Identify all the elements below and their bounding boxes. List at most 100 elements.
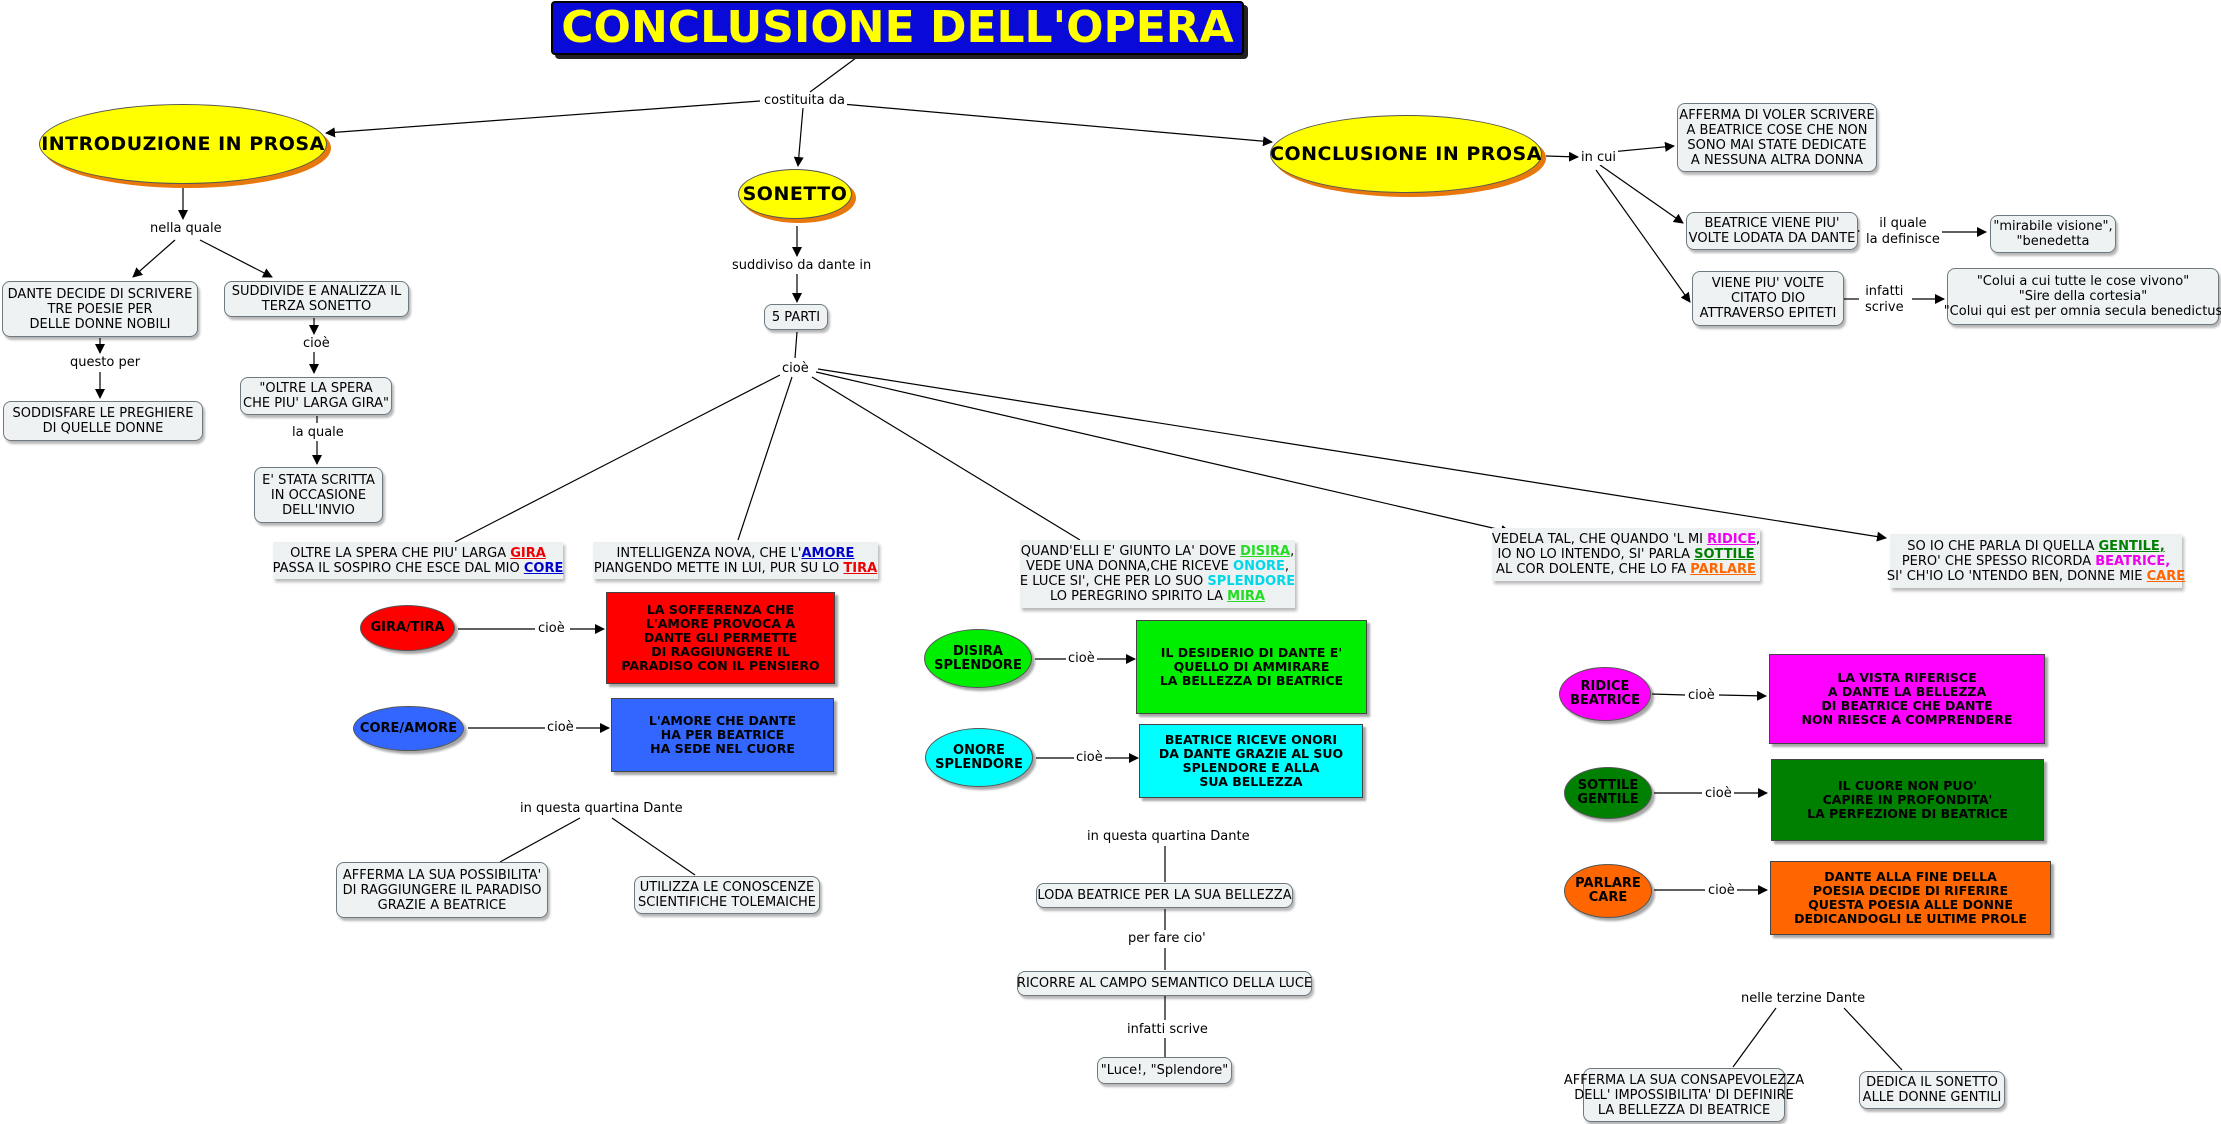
node-sottile-def-text: IL CUORE NON PUO' CAPIRE IN PROFONDITA' … (1807, 779, 2008, 821)
text-line: DELL' IMPOSSIBILITA' DI DEFINIRE (1574, 1087, 1794, 1103)
text-line: SO IO CHE PARLA DI QUELLA GENTILE, (1887, 539, 2185, 554)
text-line: SOTTILE (1577, 778, 1639, 793)
link-la-quale: la quale (290, 425, 346, 440)
node-ridice-def[interactable]: LA VISTA RIFERISCE A DANTE LA BELLEZZA D… (1769, 654, 2045, 744)
text-line: E LUCE SI', CHE PER LO SUO SPLENDORE (1020, 574, 1295, 589)
text-line: TRE POESIE PER (47, 301, 153, 317)
node-utilizza[interactable]: UTILIZZA LE CONOSCENZE SCIENTIFICHE TOLE… (634, 876, 820, 914)
text-line: SPLENDORE (934, 657, 1022, 673)
text-line: CITATO DIO (1730, 291, 1806, 306)
text-line: "Sire della cortesia" (2018, 289, 2148, 304)
node-suddivide[interactable]: SUDDIVIDE E ANALIZZA IL TERZA SONETTO (224, 281, 409, 317)
node-sottile[interactable]: SOTTILE GENTILE (1564, 767, 1652, 819)
link-terzine: nelle terzine Dante (1739, 991, 1868, 1006)
verse-text: SO IO CHE PARLA DI QUELLA (1907, 538, 2099, 554)
keyword-gentile: GENTILE, (2098, 538, 2165, 554)
text-line: VIENE PIU' VOLTE (1711, 276, 1825, 291)
verse-text: QUAND'ELLI E' GIUNTO LA' DOVE (1020, 544, 1241, 559)
node-dante-decide[interactable]: DANTE DECIDE DI SCRIVERE TRE POESIE PER … (2, 281, 198, 337)
verse-text: OLTRE LA SPERA CHE PIU' LARGA (290, 545, 511, 561)
node-parlare[interactable]: PARLARE CARE (1564, 864, 1652, 918)
verse-text: PIANGENDO METTE IN LUI, PUR SU LO (593, 560, 844, 576)
node-scritta[interactable]: E' STATA SCRITTA IN OCCASIONE DELL'INVIO (254, 467, 383, 523)
node-afferma-consapevolezza-text: AFFERMA LA SUA CONSAPEVOLEZZA DELL' IMPO… (1564, 1073, 1804, 1118)
link-cioe: cioè (1066, 651, 1097, 666)
node-disira[interactable]: DISIRA SPLENDORE (924, 629, 1032, 688)
text-line: "benedetta (2016, 234, 2090, 249)
node-sonetto[interactable]: SONETTO (738, 169, 852, 219)
node-core-amore-def[interactable]: L'AMORE CHE DANTE HA PER BEATRICE HA SED… (611, 698, 834, 772)
verse-text: VEDELA TAL, CHE QUANDO 'L MI (1491, 532, 1708, 547)
text-line: PARLARE (1575, 876, 1641, 891)
node-part-5[interactable]: SO IO CHE PARLA DI QUELLA GENTILE, PERO'… (1887, 534, 2185, 588)
node-introduzione[interactable]: INTRODUZIONE IN PROSA (39, 104, 327, 184)
node-beatrice-lodata[interactable]: BEATRICE VIENE PIU' VOLTE LODATA DA DANT… (1686, 212, 1858, 250)
node-part-1[interactable]: OLTRE LA SPERA CHE PIU' LARGA GIRA PASSA… (273, 542, 563, 579)
node-afferma-scrivere[interactable]: AFFERMA DI VOLER SCRIVERE A BEATRICE COS… (1677, 103, 1877, 172)
keyword-splendore: SPLENDORE (1207, 574, 1296, 589)
node-dante-decide-text: DANTE DECIDE DI SCRIVERE TRE POESIE PER … (8, 287, 193, 332)
node-part-3[interactable]: QUAND'ELLI E' GIUNTO LA' DOVE DISIRA, VE… (1020, 540, 1295, 608)
node-oltre-spera[interactable]: "OLTRE LA SPERA CHE PIU' LARGA GIRA" (240, 377, 392, 415)
verse-text: INTELLIGENZA NOVA, CHE L' (616, 545, 802, 561)
keyword-amore: AMORE (801, 545, 855, 561)
node-parlare-def[interactable]: DANTE ALLA FINE DELLA POESIA DECIDE DI R… (1770, 861, 2051, 935)
node-loda[interactable]: LODA BEATRICE PER LA SUA BELLEZZA (1036, 883, 1293, 908)
text-line: DEDICANDOGLI LE ULTIME PROLE (1794, 911, 2027, 926)
node-sottile-text: SOTTILE GENTILE (1577, 779, 1638, 807)
node-suddivide-text: SUDDIVIDE E ANALIZZA IL TERZA SONETTO (232, 284, 402, 314)
node-core-amore-def-text: L'AMORE CHE DANTE HA PER BEATRICE HA SED… (649, 714, 796, 756)
node-citato-dio[interactable]: VIENE PIU' VOLTE CITATO DIO ATTRAVERSO E… (1692, 271, 1844, 326)
text-line: DA DANTE GRAZIE AL SUO (1158, 746, 1344, 761)
node-mirabile[interactable]: "mirabile visione", "benedetta (1990, 215, 2116, 253)
node-luce[interactable]: "Luce!, "Splendore" (1097, 1057, 1232, 1084)
node-core-amore[interactable]: CORE/AMORE (353, 706, 464, 751)
text-line: DELLE DONNE NOBILI (29, 316, 171, 332)
text-line: IN OCCASIONE (270, 487, 367, 503)
node-disira-def-text: IL DESIDERIO DI DANTE E' QUELLO DI AMMIR… (1160, 646, 1343, 688)
keyword-ridice: RIDICE (1707, 532, 1757, 547)
text-line: DANTE GLI PERMETTE (643, 630, 798, 645)
text-line: LA PERFEZIONE DI BEATRICE (1807, 806, 2008, 821)
node-soddisfare-text: SODDISFARE LE PREGHIERE DI QUELLE DONNE (13, 406, 194, 436)
node-dedica[interactable]: DEDICA IL SONETTO ALLE DONNE GENTILI (1859, 1071, 2005, 1109)
node-5-parti[interactable]: 5 PARTI (764, 304, 828, 330)
link-cioe: cioè (1074, 750, 1105, 765)
node-soddisfare[interactable]: SODDISFARE LE PREGHIERE DI QUELLE DONNE (3, 401, 203, 441)
node-gira-tira[interactable]: GIRA/TIRA (360, 605, 455, 651)
link-suddiviso: suddiviso da dante in (730, 258, 874, 273)
node-gira-tira-def[interactable]: LA SOFFERENZA CHE L'AMORE PROVOCA A DANT… (606, 592, 835, 684)
text-line: CHE PIU' LARGA GIRA" (243, 396, 389, 411)
link-cioe: cioè (301, 336, 332, 351)
node-afferma-possibilita[interactable]: AFFERMA LA SUA POSSIBILITA' DI RAGGIUNGE… (336, 862, 548, 918)
text-line: DI RAGGIUNGERE IL PARADISO (342, 882, 542, 898)
node-sottile-def[interactable]: IL CUORE NON PUO' CAPIRE IN PROFONDITA' … (1771, 759, 2044, 841)
link-in-cui: in cui (1579, 150, 1618, 165)
text-line: TERZA SONETTO (261, 299, 372, 314)
node-part-1-text: OLTRE LA SPERA CHE PIU' LARGA GIRA PASSA… (273, 546, 564, 576)
node-epiteti[interactable]: "Colui a cui tutte le cose vivono" "Sire… (1944, 268, 2221, 325)
page-title: CONCLUSIONE DELL'OPERA (551, 1, 1244, 55)
text-line: L'AMORE CHE DANTE (648, 713, 797, 728)
link-cioe: cioè (1686, 688, 1717, 703)
node-epiteti-text: "Colui a cui tutte le cose vivono" "Sire… (1944, 274, 2221, 319)
node-ridice[interactable]: RIDICE BEATRICE (1559, 667, 1651, 721)
verse-text: , (1756, 532, 1761, 547)
text-line: SI' CH'IO LO 'NTENDO BEN, DONNE MIE CARE (1887, 569, 2185, 584)
node-part-2[interactable]: INTELLIGENZA NOVA, CHE L'AMORE PIANGENDO… (593, 542, 878, 579)
text-line: A DANTE LA BELLEZZA (1827, 684, 1987, 699)
text-line: SONO MAI STATE DEDICATE (1687, 137, 1867, 153)
node-onore[interactable]: ONORE SPLENDORE (925, 728, 1033, 787)
node-onore-def[interactable]: BEATRICE RICEVE ONORI DA DANTE GRAZIE AL… (1139, 724, 1363, 798)
keyword-beatrice: BEATRICE, (2095, 553, 2171, 569)
node-afferma-consapevolezza[interactable]: AFFERMA LA SUA CONSAPEVOLEZZA DELL' IMPO… (1564, 1068, 1804, 1122)
node-beatrice-lodata-text: BEATRICE VIENE PIU' VOLTE LODATA DA DANT… (1689, 216, 1856, 246)
node-part-4[interactable]: VEDELA TAL, CHE QUANDO 'L MI RIDICE, IO … (1492, 528, 1760, 581)
text-line: QUELLO DI AMMIRARE (1173, 659, 1330, 674)
node-ricorre[interactable]: RICORRE AL CAMPO SEMANTICO DELLA LUCE (1017, 971, 1312, 996)
link-infatti-scrive: infatti scrive (1863, 284, 1906, 316)
node-disira-def[interactable]: IL DESIDERIO DI DANTE E' QUELLO DI AMMIR… (1136, 620, 1367, 714)
link-scrive-line: scrive (1865, 300, 1904, 315)
node-conclusione[interactable]: CONCLUSIONE IN PROSA (1270, 115, 1542, 193)
